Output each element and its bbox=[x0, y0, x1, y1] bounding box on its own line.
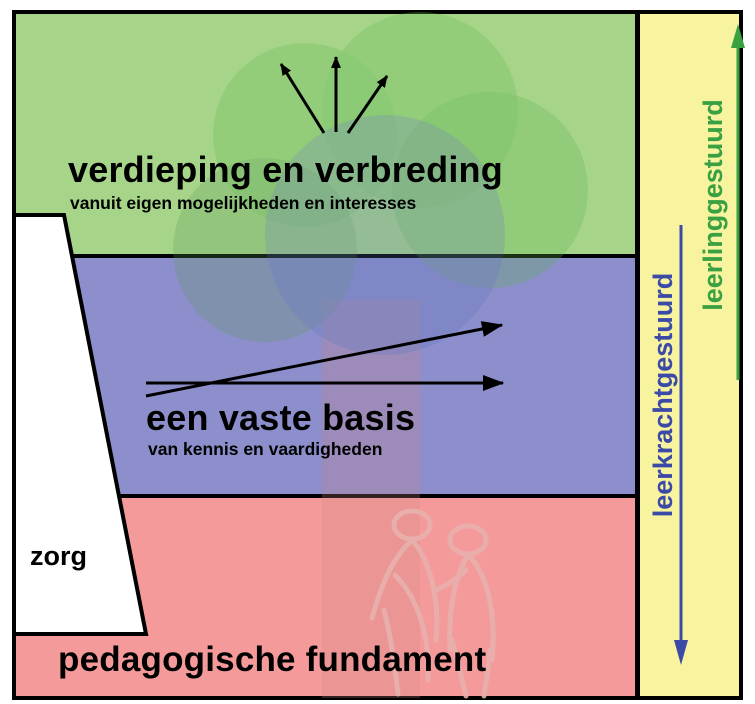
teacher-led-arrow bbox=[674, 225, 688, 665]
side-panel bbox=[636, 10, 743, 700]
top-layer-subtitle: vanuit eigen mogelijkheden en interesses bbox=[70, 193, 417, 213]
middle-layer-title: een vaste basis bbox=[146, 397, 416, 438]
middle-layer-band bbox=[12, 254, 639, 498]
teacher-led-label: leerkrachtgestuurd bbox=[648, 272, 678, 518]
up-arrows-icon bbox=[279, 56, 389, 134]
people-icon bbox=[369, 508, 496, 699]
care-shape bbox=[12, 213, 149, 636]
forward-arrows-icon bbox=[145, 321, 505, 398]
student-led-arrow bbox=[731, 24, 745, 380]
bottom-layer-title: pedagogische fundament bbox=[58, 640, 487, 679]
care-label: zorg bbox=[30, 541, 87, 571]
tree-icon bbox=[173, 12, 588, 698]
student-led-label: leerlinggestuurd bbox=[698, 99, 728, 311]
top-layer-band bbox=[12, 10, 639, 258]
top-layer-title: verdieping en verbreding bbox=[68, 149, 503, 190]
middle-layer-subtitle: van kennis en vaardigheden bbox=[148, 439, 383, 459]
